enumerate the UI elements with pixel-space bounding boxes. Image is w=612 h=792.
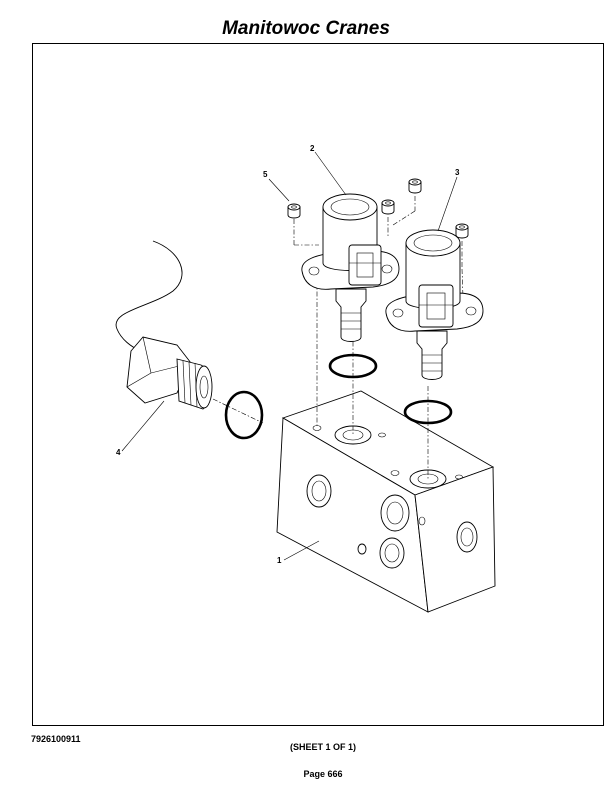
callout-5: 5 [263,170,268,179]
drawing-frame: 1 2 3 4 5 [32,43,604,726]
solenoid-valve-right [385,229,484,380]
callout-4: 4 [116,448,121,457]
callout-3: 3 [455,168,460,177]
page-number: Page 666 [303,769,343,779]
o-rings [224,353,453,440]
callout-2: 2 [310,144,315,153]
exploded-view-drawing: 1 2 3 4 5 [115,144,496,613]
sheet-label: (SHEET 1 OF 1) [289,742,356,752]
manifold-block [276,390,496,613]
callout-1: 1 [277,556,282,565]
screws [287,178,469,239]
solenoid-valve-left [301,193,400,342]
page-title: Manitowoc Cranes [222,18,390,39]
leader-lines [121,151,458,561]
pressure-switch [115,240,213,410]
drawing-number: 7926100911 [31,734,81,744]
